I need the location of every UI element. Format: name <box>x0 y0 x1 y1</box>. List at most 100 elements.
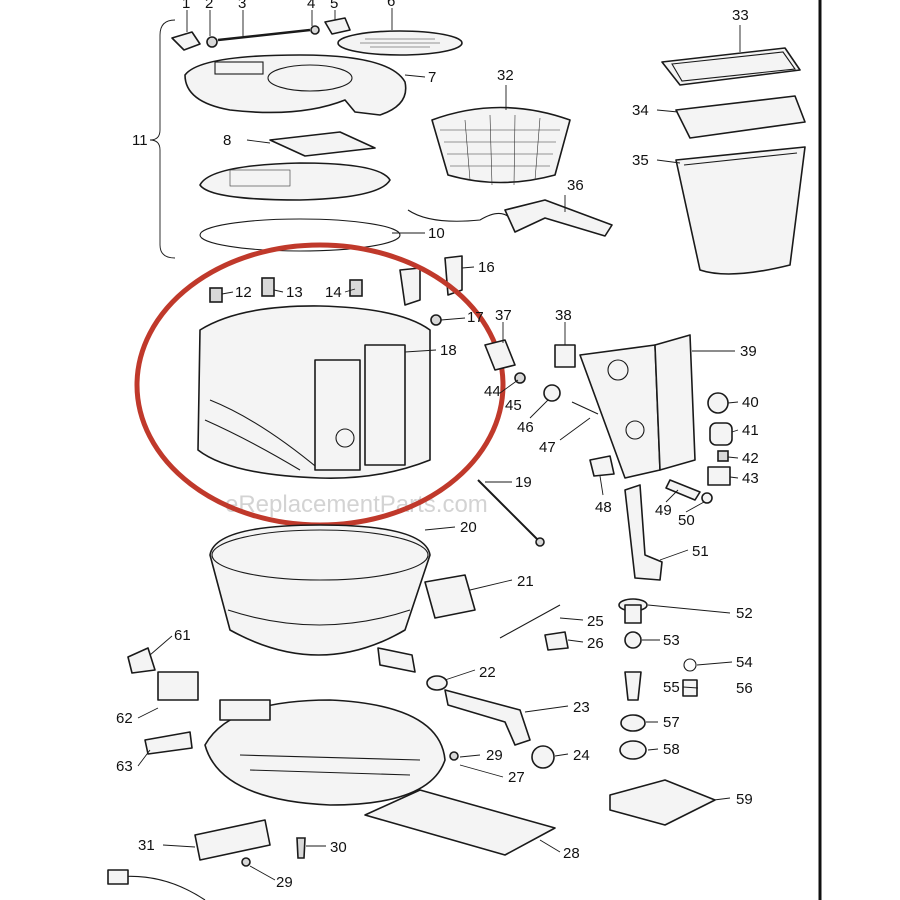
part-36-handle <box>504 199 613 237</box>
part-20-bowl-band <box>227 609 411 626</box>
callout-32: 32 <box>497 67 514 84</box>
callout-59: 59 <box>736 791 753 808</box>
part-38-relay <box>554 344 576 368</box>
part-2-spring <box>206 36 218 48</box>
callout-37: 37 <box>495 307 512 324</box>
control-plate-hole-2 <box>625 420 645 440</box>
part-18-control-panel <box>314 359 361 471</box>
power-plug <box>107 869 129 885</box>
part-36-handle-wire <box>407 209 511 222</box>
part-37-switch <box>484 339 516 371</box>
part-26-clip <box>544 631 569 651</box>
callout-12: 12 <box>235 284 252 301</box>
part-49-sensor <box>665 479 701 501</box>
part-25-wire <box>499 604 561 639</box>
part-24-plug <box>531 745 555 769</box>
part-32-basket <box>431 106 571 184</box>
part-29-screw-b <box>241 857 251 867</box>
callout-26: 26 <box>587 635 604 652</box>
part-61-bracket <box>127 647 156 674</box>
part-63-clip <box>144 731 193 755</box>
callout-7: 7 <box>428 69 436 86</box>
part-57-seal <box>620 714 646 732</box>
part-48-terminal <box>589 455 615 477</box>
part-34-tray <box>675 95 806 139</box>
callout-19: 19 <box>515 474 532 491</box>
part-28-plate <box>364 789 556 856</box>
callout-13: 13 <box>286 284 303 301</box>
part-35-container <box>675 146 806 275</box>
callout-29a: 29 <box>486 747 503 764</box>
callout-50: 50 <box>678 512 695 529</box>
callout-numbers: 1 2 3 4 5 6 7 8 10 11 12 13 14 16 17 18 … <box>116 0 759 891</box>
lid-assembly <box>149 17 463 259</box>
part-20-bowl <box>209 524 431 656</box>
part-51-bracket <box>624 484 663 581</box>
part-10-gasket <box>199 218 401 252</box>
part-18-knob-hole <box>335 428 355 448</box>
part-55-stem <box>624 671 642 701</box>
part-7-lid-slot <box>214 61 264 75</box>
part-23-hose <box>444 689 531 746</box>
part-43-knob <box>707 466 731 486</box>
part-6-grille-lines <box>360 38 440 48</box>
callout-4: 4 <box>307 0 315 12</box>
part-54-o-ring <box>683 658 697 672</box>
callout-55: 55 <box>663 679 680 696</box>
callout-54: 54 <box>736 654 753 671</box>
part-19-probe <box>477 479 541 543</box>
part-17-screw <box>430 314 442 326</box>
callout-1: 1 <box>182 0 190 12</box>
callout-56: 56 <box>736 680 753 697</box>
inner-lid <box>199 162 391 201</box>
part-47-spring <box>571 401 599 415</box>
base-tray-ribs <box>239 754 421 776</box>
callout-46: 46 <box>517 419 534 436</box>
callout-21: 21 <box>517 573 534 590</box>
part-29-screw-a <box>449 751 459 761</box>
part-20-bowl-rim <box>211 529 429 581</box>
callout-27: 27 <box>508 769 525 786</box>
callout-8: 8 <box>223 132 231 149</box>
callout-43: 43 <box>742 470 759 487</box>
part-42-clip <box>717 450 729 462</box>
part-4-nut <box>310 25 320 35</box>
callout-25: 25 <box>587 613 604 630</box>
callout-28: 28 <box>563 845 580 862</box>
part-58-nut <box>619 740 647 760</box>
callout-34: 34 <box>632 102 649 119</box>
part-7-lid <box>184 54 407 116</box>
watermark: eReplacementParts.com <box>225 491 488 518</box>
callout-22: 22 <box>479 664 496 681</box>
callout-31: 31 <box>138 837 155 854</box>
part-35-rim <box>683 152 798 166</box>
part-41-thermostat <box>709 422 733 446</box>
callout-30: 30 <box>330 839 347 856</box>
callout-17: 17 <box>467 309 484 326</box>
callout-35: 35 <box>632 152 649 169</box>
callout-14: 14 <box>325 284 342 301</box>
basket-and-box <box>407 47 806 275</box>
part-32-basket-mesh <box>440 114 560 186</box>
part-31-bracket <box>194 819 271 861</box>
part-7-lid-window <box>267 64 353 92</box>
housing-assembly <box>134 242 506 528</box>
controls-assembly <box>477 334 733 581</box>
callout-16: 16 <box>478 259 495 276</box>
part-46-knob <box>543 384 561 402</box>
callout-58: 58 <box>663 741 680 758</box>
callout-18: 18 <box>440 342 457 359</box>
callout-53: 53 <box>663 632 680 649</box>
bowl-and-base <box>107 524 569 900</box>
callout-40: 40 <box>742 394 759 411</box>
callout-3: 3 <box>238 0 246 12</box>
part-21-bracket <box>424 574 476 619</box>
callout-6: 6 <box>387 0 395 10</box>
part-53-washer <box>624 631 642 649</box>
callout-62: 62 <box>116 710 133 727</box>
callout-41: 41 <box>742 422 759 439</box>
callout-2: 2 <box>205 0 213 12</box>
part-20-outlet <box>377 647 416 673</box>
